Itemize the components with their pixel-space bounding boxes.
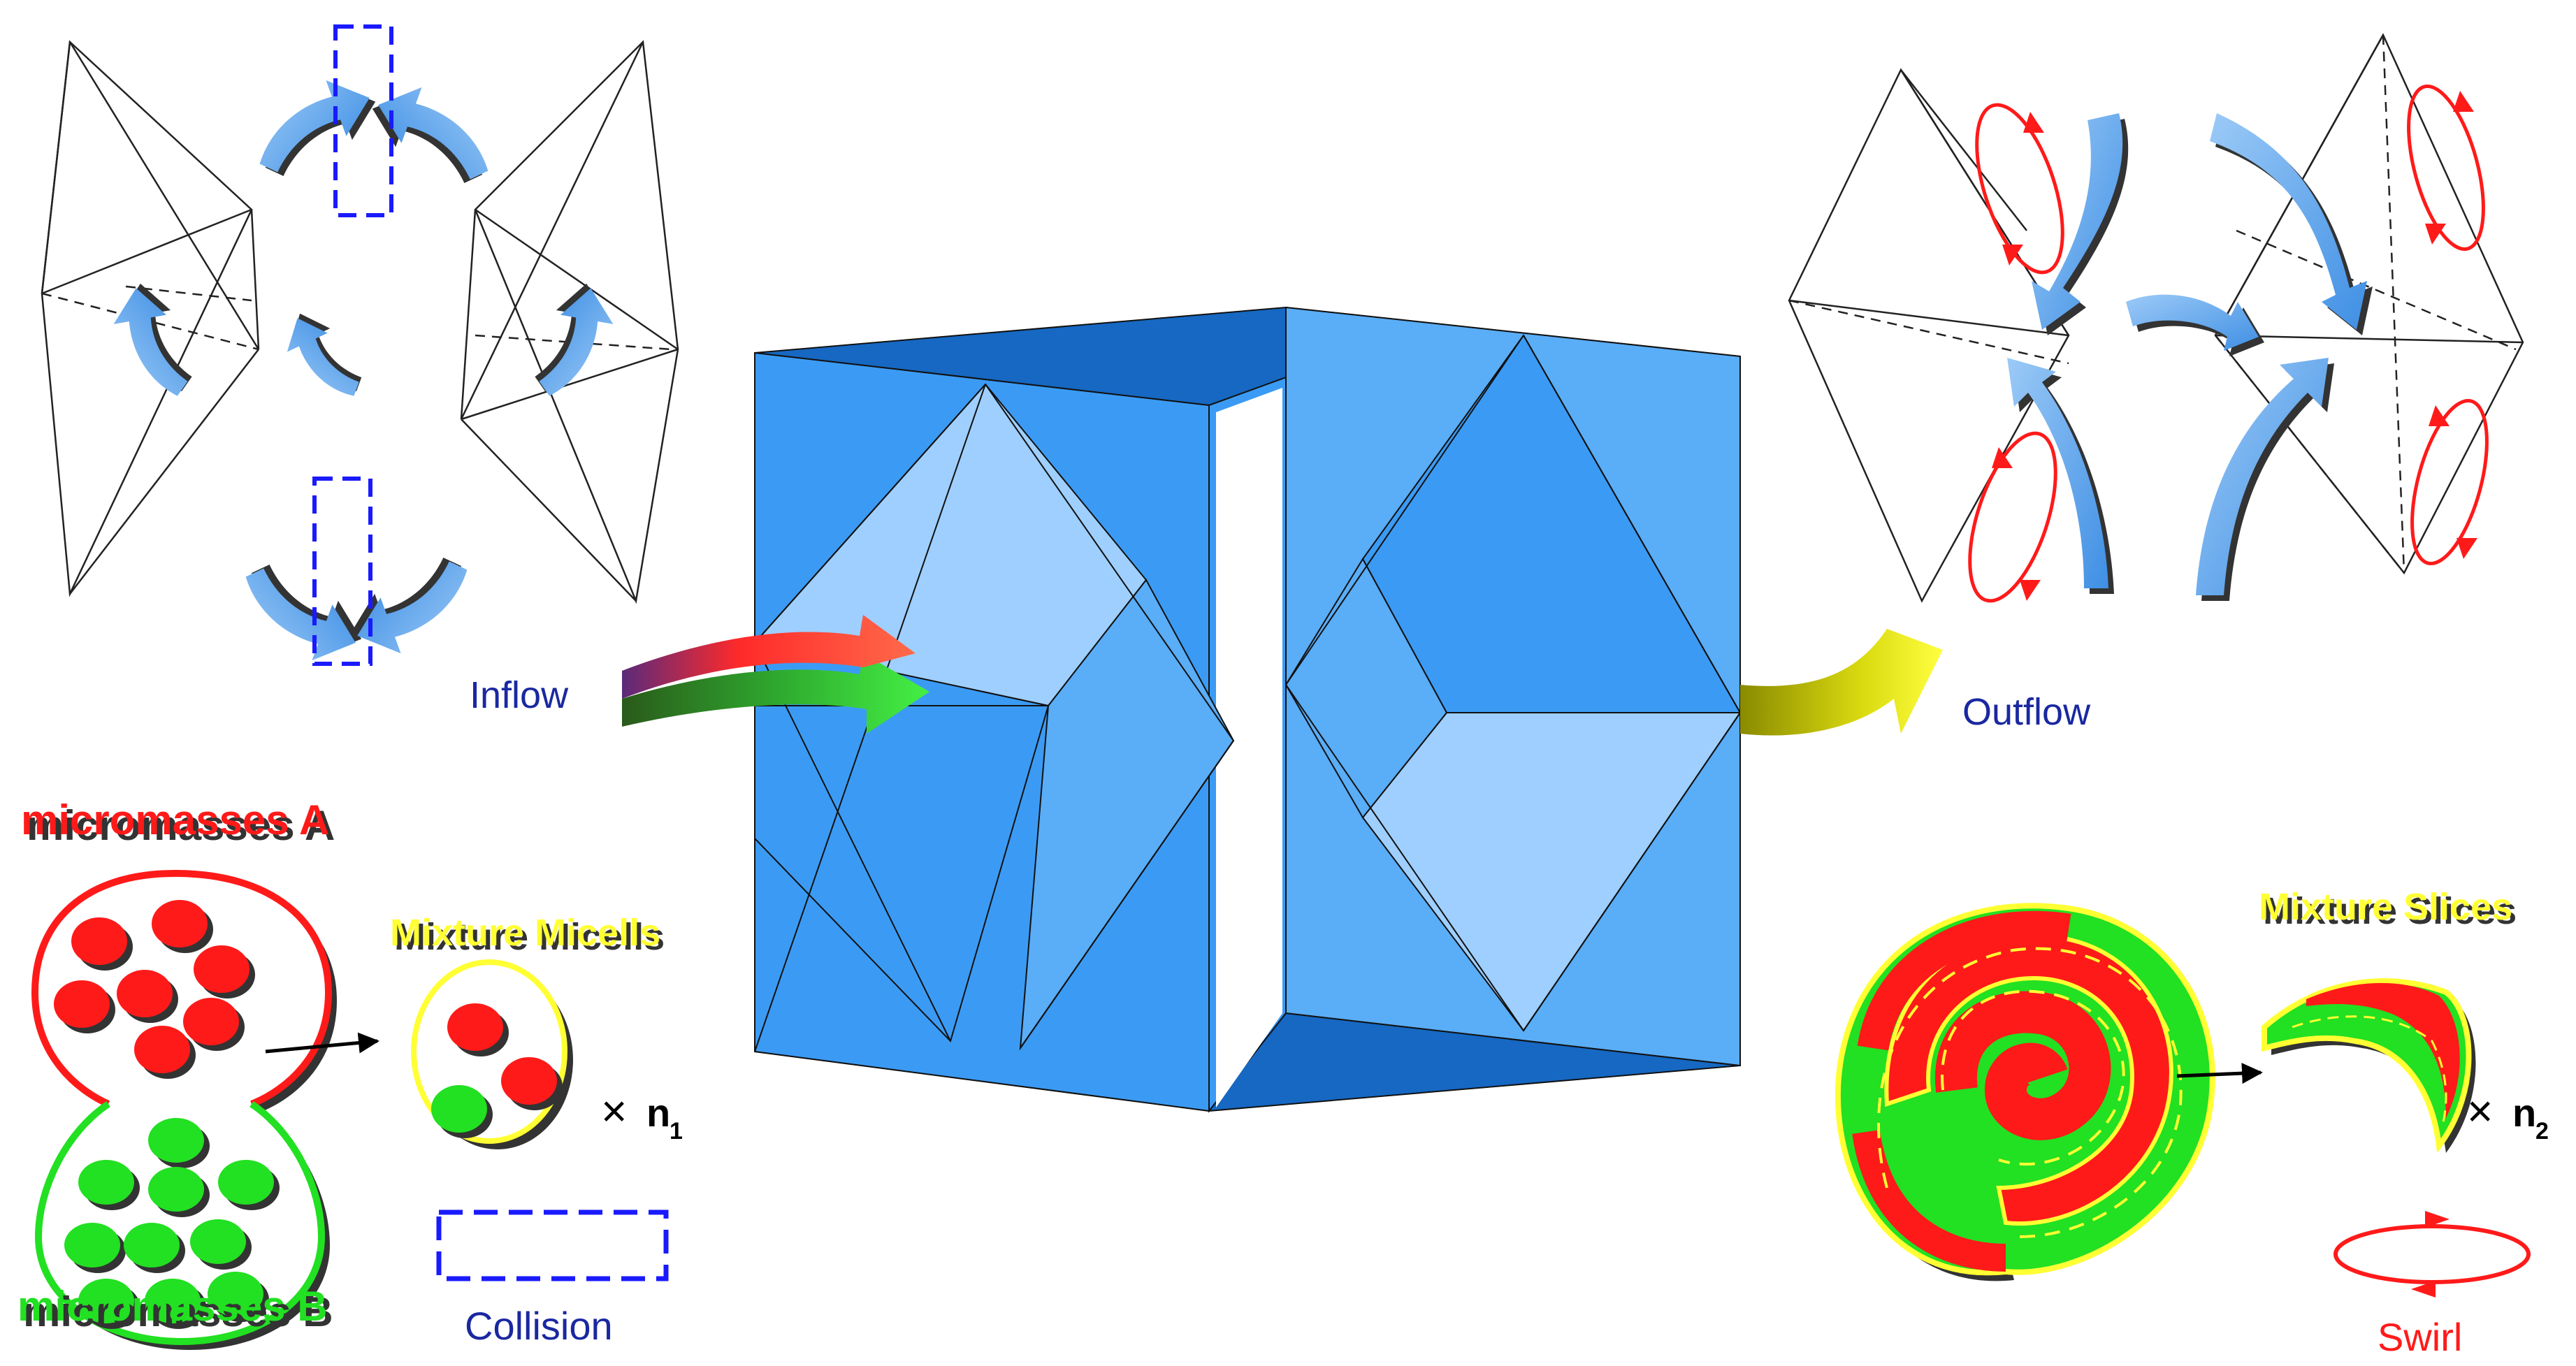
n2-subscript: 2 (2535, 1118, 2549, 1145)
to-micell-arrow (265, 1032, 379, 1054)
swirl-red-loops (1968, 85, 2489, 603)
spiral-mixture (1835, 903, 2215, 1281)
collision-zone-top (333, 24, 393, 217)
collision-legend-box (436, 1209, 669, 1281)
mixture-micells-label: Mixture Micells (390, 912, 660, 954)
inflow-arrow (622, 615, 929, 734)
micromasses-b-label: micromasses B (17, 1283, 328, 1330)
micromasses-b-label-shadow: micromasses B (23, 1288, 333, 1335)
outflow-arrow (1740, 618, 1943, 736)
mixture-slice (2262, 978, 2476, 1154)
collision-label: Collision (465, 1304, 613, 1348)
n1-subscript: 1 (670, 1118, 683, 1145)
mixture-slices-label-shadow: Mixture Slices (2263, 890, 2517, 932)
collision-zone-bottom (312, 477, 372, 666)
swirl-blue-arrows (2007, 113, 2373, 601)
swirl-legend (2333, 1211, 2531, 1298)
micromasses-a-label: micromasses A (21, 797, 329, 843)
mixture-micells-label-shadow: Mixture Micells (394, 916, 665, 958)
collision-pyramids (41, 40, 679, 604)
inflow-label: Inflow (470, 674, 569, 716)
collision-blue-arrows (107, 66, 620, 674)
times-n2-symbol: × (2467, 1086, 2493, 1136)
swirl-label: Swirl (2378, 1315, 2462, 1359)
outflow-label: Outflow (1962, 691, 2091, 733)
micromasses-a-label-shadow: micromasses A (27, 802, 335, 849)
to-slice-arrow (2176, 1063, 2263, 1084)
mixture-slices-label: Mixture Slices (2259, 886, 2512, 928)
mixer-cube (753, 306, 1742, 1113)
n1-base: n (646, 1091, 670, 1135)
n2-base: n (2512, 1091, 2536, 1135)
times-n1-symbol: × (601, 1086, 627, 1136)
mixture-micell (411, 959, 573, 1149)
micromasses-cell (31, 869, 337, 1350)
